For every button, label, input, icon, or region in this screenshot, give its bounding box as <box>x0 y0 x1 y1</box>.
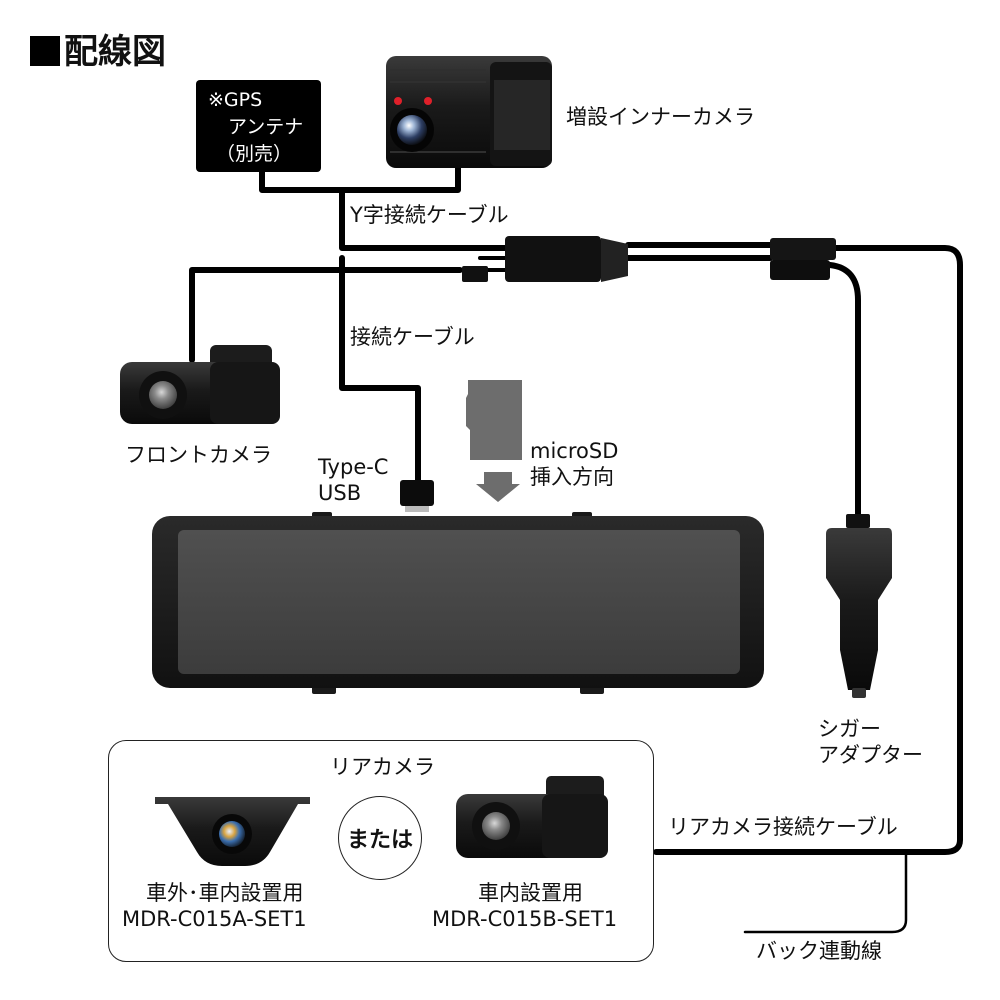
microsd-label-line1: microSD <box>530 439 619 463</box>
y-connector <box>462 236 836 282</box>
cables <box>189 162 963 934</box>
inner-camera-cable <box>339 162 461 193</box>
connect-cable <box>339 255 421 483</box>
title-square-icon <box>30 36 60 66</box>
gps-label-line3: （別売） <box>216 143 293 165</box>
front-camera-cable <box>189 267 463 363</box>
gps-label-line1: ※GPS <box>208 89 263 111</box>
y-cable-label: Y字接続ケーブル <box>350 203 509 227</box>
typec-label-line2: USB <box>318 481 362 505</box>
rear-a-label-line2: MDR-C015A-SET1 <box>122 907 307 931</box>
rear-a-label-line1: 車外･車内設置用 <box>146 881 304 905</box>
rear-camera-a-icon <box>155 797 310 866</box>
connect-cable-label: 接続ケーブル <box>350 325 475 349</box>
usb-c-plug-icon <box>400 480 434 512</box>
microsd-label-line2: 挿入方向 <box>530 465 614 489</box>
inner-camera-label: 増設インナーカメラ <box>566 105 755 129</box>
down-arrow-icon <box>476 472 520 502</box>
gps-antenna-icon: ※GPS アンテナ （別売） <box>196 80 321 172</box>
rear-b-label-line1: 車内設置用 <box>478 881 583 905</box>
gps-label-line2: アンテナ <box>228 116 304 138</box>
typec-label-line1: Type-C <box>318 455 389 479</box>
or-badge: または <box>338 796 422 880</box>
rear-camera-label: リアカメラ <box>330 755 435 779</box>
rear-b-label-line2: MDR-C015B-SET1 <box>432 907 618 931</box>
front-camera-label: フロントカメラ <box>125 443 272 467</box>
cigar-label-line2: アダプター <box>818 743 923 767</box>
rear-camera-b-icon <box>456 776 608 858</box>
rear-camera-group <box>108 740 654 962</box>
page-title: 配線図 <box>30 30 166 74</box>
rear-camera-cable <box>653 245 963 855</box>
back-line-cable <box>743 850 908 934</box>
cigar-adapter-icon <box>826 514 892 698</box>
power-cable-to-cigar <box>625 255 861 528</box>
rear-cable-label: リアカメラ接続ケーブル <box>668 815 898 839</box>
cigar-label-line1: シガー <box>818 717 881 741</box>
microsd-card-icon <box>466 380 522 460</box>
front-camera-icon <box>120 345 280 424</box>
back-line-label: バック連動線 <box>756 939 882 963</box>
inner-camera-icon <box>386 56 552 168</box>
mirror-recorder-icon <box>152 512 764 694</box>
